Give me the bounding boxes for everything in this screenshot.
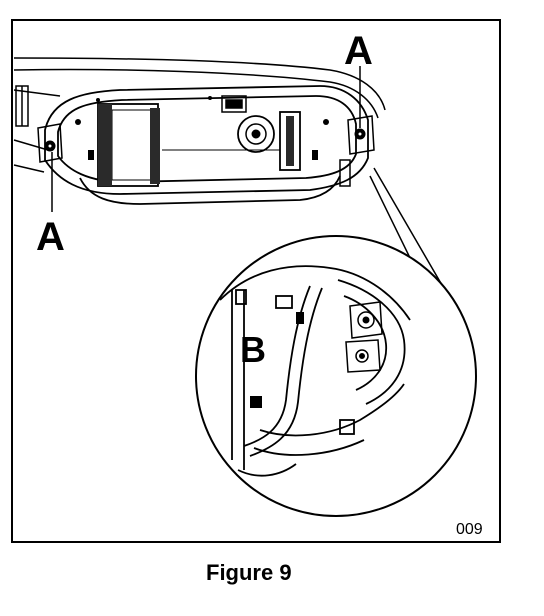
- figure-code: 009: [456, 521, 483, 538]
- housing-clips: [75, 96, 329, 160]
- mounting-screw-left: [37, 123, 63, 163]
- callout-b-inset: B: [240, 329, 266, 370]
- figure-caption: Figure 9: [206, 560, 292, 585]
- wiring-clip-lower: [250, 396, 262, 408]
- mounting-screw-right: [339, 115, 375, 187]
- instrument-cluster-housing: [44, 85, 369, 205]
- detail-inset: [195, 235, 477, 517]
- callout-a-top-right: A: [344, 29, 373, 73]
- wiring-clip-upper: [296, 312, 304, 324]
- cluster-knob: [237, 115, 275, 153]
- side-bracket-left: [15, 85, 29, 127]
- top-connector: [221, 95, 247, 113]
- inset-screw-upper: [349, 301, 383, 339]
- inset-screw-lower: [345, 339, 381, 373]
- dashboard-surround: [13, 57, 386, 173]
- callout-a-left: A: [36, 215, 65, 259]
- figure-frame: [11, 19, 501, 543]
- inset-circle: [195, 235, 477, 517]
